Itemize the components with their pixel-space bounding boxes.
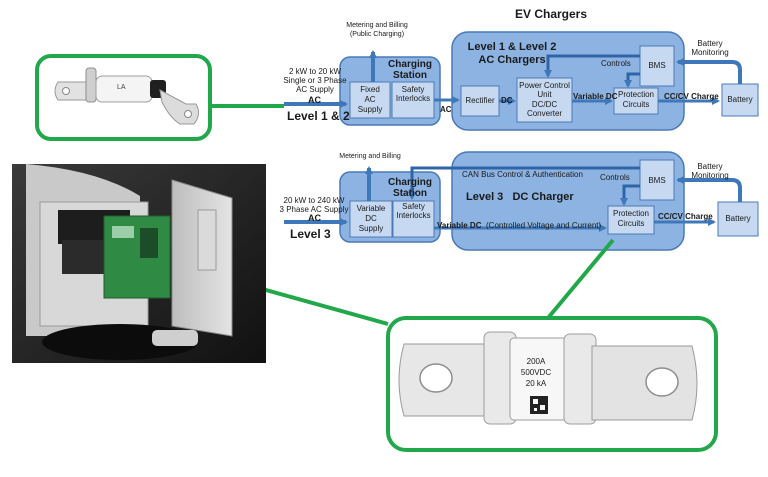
level12-fixed-line3: Supply — [357, 105, 383, 114]
level12-bms-box — [639, 45, 675, 87]
large-fuse-callout — [386, 316, 718, 452]
level12-battery-box — [721, 83, 759, 117]
small-fuse-marking: LA — [117, 84, 126, 91]
level3-monitoring-arrow — [676, 176, 742, 202]
level3-safety-box — [392, 200, 435, 238]
level3-bms-label: BMS — [648, 176, 666, 185]
level12-metering-sub-label: (Public Charging) — [349, 31, 405, 38]
level12-dc-label: DC — [501, 96, 513, 105]
level3-supply-line1: 20 kW to 240 kW — [283, 196, 345, 205]
level3-variable-dc-label: Variable DC — [437, 221, 482, 230]
level12-metering-label: Metering and Billing — [346, 22, 408, 29]
level3-controls-label: Controls — [600, 173, 630, 182]
level3-controls-arrow — [620, 184, 640, 206]
level12-cccv-label: CC/CV Charge — [664, 92, 719, 101]
level3-battery-label: Battery — [725, 214, 751, 223]
large-fuse-rating-line3: 20 kA — [525, 379, 547, 388]
level12-fixed-line1: Fixed — [360, 85, 380, 94]
level12-fixed-ac-box — [349, 81, 391, 119]
level3-metering-label: Metering and Billing — [339, 153, 401, 160]
level3-charger-label: Level 3 DC Charger — [466, 191, 574, 203]
level12-controls-arrow — [544, 54, 640, 78]
level12-pcu-box — [516, 77, 573, 123]
level3-station-line2: Station — [393, 188, 427, 199]
level12-pcu-line2: Unit — [537, 90, 552, 99]
level3-can-bus-label: CAN Bus Control & Authentication — [462, 170, 583, 179]
level3-cccv-label: CC/CV Charge — [658, 212, 713, 221]
level3-variable-line1: Variable — [356, 204, 386, 213]
level12-pcu-line3: DC/DC — [531, 100, 558, 109]
level3-diagram — [284, 151, 759, 251]
level3-protection-line1: Protection — [612, 209, 650, 218]
level3-supply-line2: 3 Phase AC Supply — [279, 205, 349, 214]
level3-safety-line1: Safety — [402, 202, 425, 211]
level12-protection-line2: Circuits — [622, 100, 650, 109]
level12-protection-line1: Protection — [617, 90, 655, 99]
level12-monitor-line2: Monitoring — [691, 48, 729, 57]
level12-supply-line1: 2 kW to 20 kW — [288, 67, 341, 76]
level3-protection-box — [607, 205, 655, 235]
level3-variable-dc-box — [349, 200, 393, 238]
level12-station-line1: Charging — [388, 59, 432, 70]
level12-ac-out-label: AC — [440, 105, 452, 114]
charger-photo — [12, 164, 266, 363]
level12-level-label: Level 1 & 2 — [287, 109, 350, 123]
page-title: EV Chargers — [515, 7, 588, 21]
level12-charger-line2: AC Chargers — [478, 54, 546, 66]
level3-bms-box — [639, 159, 675, 201]
level3-can-bus-arrow — [408, 166, 640, 200]
level12-monitoring-arrow — [676, 58, 742, 84]
level3-safety-line2: Interlocks — [396, 211, 431, 220]
level12-supply-line2: Single or 3 Phase — [283, 76, 347, 85]
level12-safety-line1: Safety — [401, 85, 425, 94]
small-fuse-image — [54, 67, 200, 125]
level12-charger-line1: Level 1 & Level 2 — [467, 41, 557, 53]
level12-station-line2: Station — [393, 70, 427, 81]
level12-bms-protection-arrow — [624, 72, 640, 88]
level3-controlled-label: (Controlled Voltage and Current) — [486, 221, 602, 230]
large-fuse-image — [398, 331, 698, 425]
level12-variable-dc-label: Variable DC — [573, 92, 618, 101]
level12-safety-line2: Interlocks — [395, 94, 431, 103]
level3-ac-in-label: AC — [308, 213, 321, 223]
level12-ac-in-label: AC — [308, 95, 321, 105]
level3-level-label: Level 3 — [290, 227, 331, 241]
level12-protection-box — [613, 87, 659, 115]
large-fuse-callout-line — [546, 238, 615, 320]
level3-variable-line2: DC — [365, 214, 377, 223]
level12-controls-label: Controls — [601, 59, 631, 68]
level12-pcu-line4: Converter — [526, 109, 563, 118]
level3-variable-line3: Supply — [358, 224, 384, 233]
level12-bms-label: BMS — [648, 61, 666, 70]
level3-protection-line2: Circuits — [617, 219, 645, 228]
large-fuse-rating-line1: 200A — [526, 357, 546, 366]
large-fuse-rating-line2: 500VDC — [520, 368, 552, 377]
level12-supply-line3: AC Supply — [296, 85, 334, 94]
level12-monitor-line1: Battery — [697, 39, 723, 48]
level12-diagram — [284, 31, 759, 131]
level12-fixed-line2: AC — [364, 95, 376, 104]
level3-monitor-line2: Monitoring — [691, 171, 729, 180]
level12-pcu-line1: Power Control — [519, 81, 570, 90]
level12-rectifier-label: Rectifier — [465, 96, 495, 105]
level12-battery-label: Battery — [727, 95, 753, 104]
level3-station-line1: Charging — [388, 177, 432, 188]
level3-monitor-line1: Battery — [697, 162, 723, 171]
small-fuse-callout — [35, 54, 212, 141]
